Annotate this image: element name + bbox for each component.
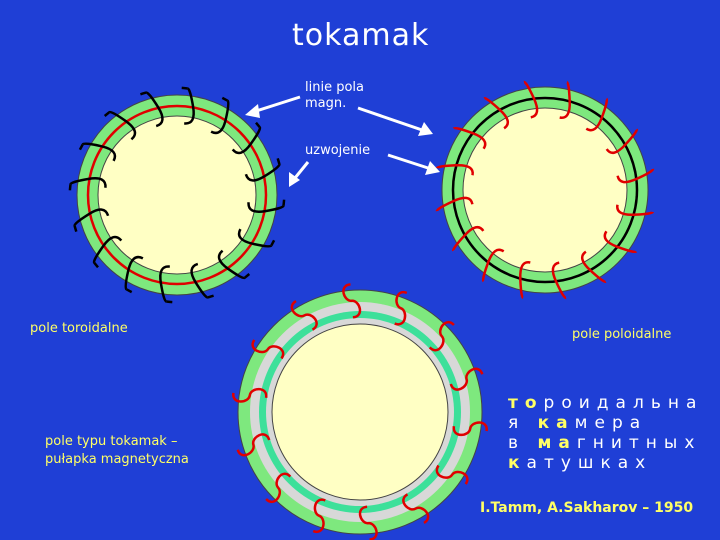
winding-coil-end xyxy=(284,200,285,206)
arrow-winding-left xyxy=(295,162,308,178)
russian-text: гнитных xyxy=(577,433,702,453)
credit-line: I.Tamm, A.Sakharov – 1950 xyxy=(480,500,693,516)
arrow-winding-right xyxy=(388,155,428,168)
arrow-field-left-head xyxy=(245,104,260,118)
acronym-letters: то xyxy=(508,393,544,413)
russian-line: катушках xyxy=(508,453,703,473)
winding-coil-end xyxy=(75,226,77,232)
arrow-field-left xyxy=(253,97,300,112)
field-lines-label: linie pola magn. xyxy=(305,80,364,112)
page-title: tokamak xyxy=(292,18,429,53)
acronym-letters: к xyxy=(508,453,527,473)
bottom-ring-interior xyxy=(272,324,448,500)
winding-coil-end xyxy=(126,289,131,292)
toroidal-field-label: pole toroidalne xyxy=(30,320,128,338)
winding-coil-end xyxy=(245,274,250,278)
bottom-torus xyxy=(233,284,486,539)
winding-coil-end xyxy=(256,123,260,128)
left-ring-inner xyxy=(98,116,256,274)
russian-line: в магнитных xyxy=(508,433,703,453)
winding-coil-end xyxy=(105,112,110,116)
winding-coil-end xyxy=(70,184,71,190)
arrow-field-right xyxy=(358,108,422,130)
winding-coil-end xyxy=(80,144,83,149)
winding-coil-end xyxy=(222,98,227,101)
acronym-letters: ка xyxy=(538,413,575,433)
left-torus xyxy=(70,88,284,302)
right-torus xyxy=(437,82,653,298)
winding-coil-end xyxy=(166,302,172,303)
russian-text: атушках xyxy=(527,453,653,473)
russian-text: мера xyxy=(575,413,648,433)
russian-line: тороидальна xyxy=(508,393,703,413)
russian-text: роидальна xyxy=(544,393,704,413)
russian-line: я камера xyxy=(508,413,703,433)
winding-coil-end xyxy=(182,88,188,89)
winding-coil-end xyxy=(271,240,274,245)
russian-text: я xyxy=(508,413,538,433)
right-ring-inner xyxy=(463,108,627,272)
tokamak-field-label: pole typu tokamak – pułapka magnetyczna xyxy=(45,433,189,469)
winding-label: uzwojenie xyxy=(305,143,370,159)
poloidal-field-label: pole poloidalne xyxy=(572,326,671,344)
winding-coil-end xyxy=(140,93,146,95)
winding-coil-end xyxy=(94,263,98,268)
winding-coil-end xyxy=(208,296,214,298)
russian-text: в xyxy=(508,433,537,453)
acronym-letters: ма xyxy=(537,433,576,453)
winding-coil-end xyxy=(278,158,280,164)
